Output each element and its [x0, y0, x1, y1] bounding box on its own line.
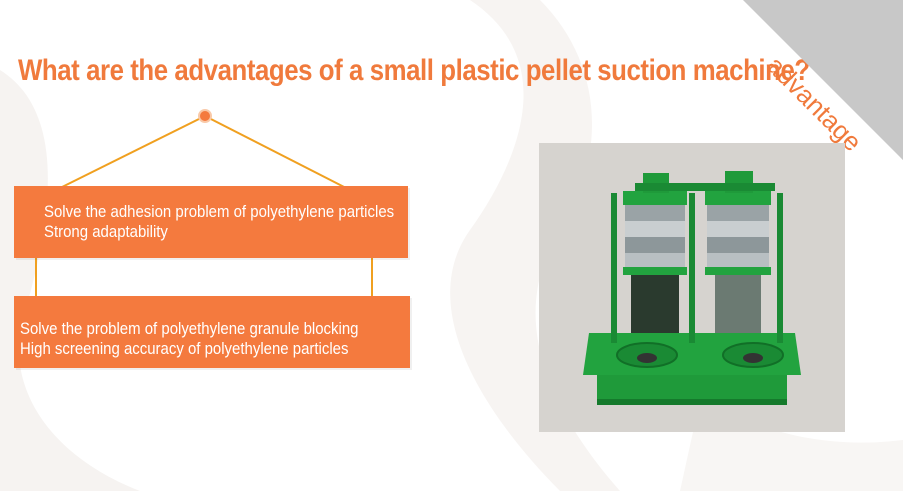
corner-ribbon	[743, 0, 903, 160]
advantage-card-1: Solve the adhesion problem of polyethyle…	[14, 186, 408, 258]
card-2-line-1: Solve the problem of polyethylene granul…	[20, 319, 359, 338]
hanging-strings	[33, 109, 375, 309]
advantage-card-2: Solve the problem of polyethylene granul…	[14, 296, 410, 368]
card-1-line-2: Strong adaptability	[44, 222, 168, 241]
card-2-line-2: High screening accuracy of polyethylene …	[20, 339, 349, 358]
machine-photo	[539, 143, 845, 432]
card-1-line-1: Solve the adhesion problem of polyethyle…	[44, 202, 395, 221]
page-title: What are the advantages of a small plast…	[18, 54, 810, 88]
